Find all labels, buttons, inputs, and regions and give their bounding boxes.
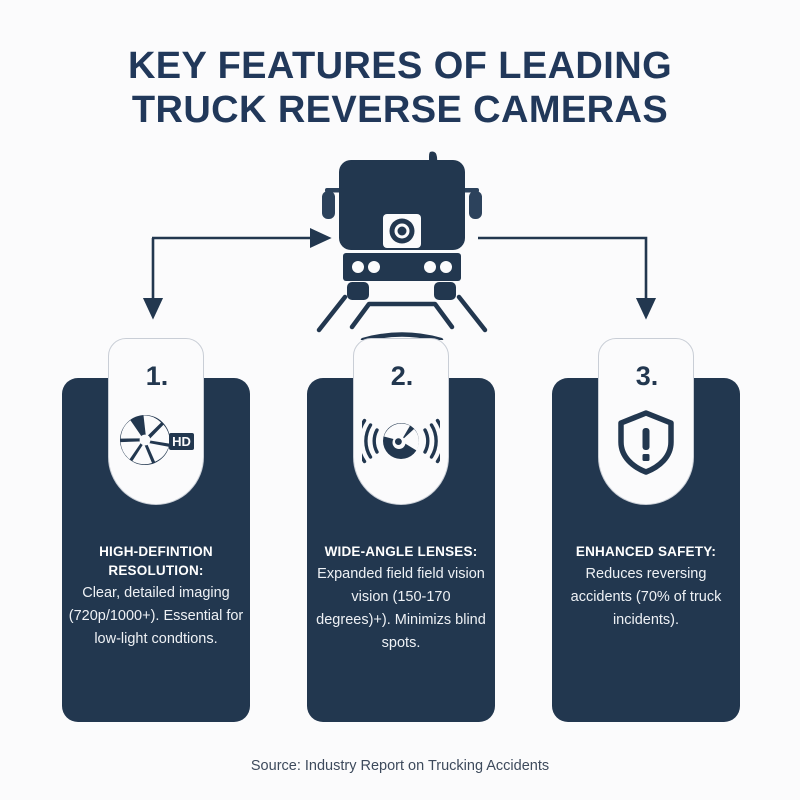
truck-illustration xyxy=(297,140,507,343)
feature-card-3[interactable]: 3. ENHANCED SAFETY: Reduces reversing ac… xyxy=(552,330,740,730)
truck-bumper xyxy=(343,253,461,281)
feature-card-1[interactable]: 1. xyxy=(62,330,250,730)
camera-lens-pupil xyxy=(397,226,407,236)
card-number-2: 2. xyxy=(390,361,414,391)
card-number-1: 1. xyxy=(145,361,169,391)
card-pill-1: 1. xyxy=(108,338,204,505)
arrow-down-right xyxy=(478,236,657,320)
card-number-3: 3. xyxy=(635,361,659,391)
shield-alert-icon xyxy=(607,407,685,477)
page-title: KEY FEATURES OF LEADING TRUCK REVERSE CA… xyxy=(0,44,800,132)
tail-light-2 xyxy=(368,261,380,273)
card-heading-1: HIGH-DEFINTION RESOLUTION: xyxy=(99,544,213,578)
tail-light-3 xyxy=(424,261,436,273)
card-description-1: Clear, detailed imaging (720p/1000+). Es… xyxy=(68,585,244,647)
wheel-right xyxy=(434,282,456,300)
connector-arrows xyxy=(0,140,800,360)
card-pill-3: 3. xyxy=(598,338,694,505)
card-text-2: WIDE-ANGLE LENSES: Expanded field field … xyxy=(313,542,489,655)
truck-cab-body xyxy=(339,160,465,250)
shield-outline xyxy=(618,410,674,475)
title-line-1: KEY FEATURES OF LEADING xyxy=(127,45,673,87)
mirror-right-icon xyxy=(469,191,482,219)
hd-badge-label: HD xyxy=(172,434,191,449)
mirror-left-icon xyxy=(322,191,335,219)
guide-line-outer-left xyxy=(316,294,348,333)
shield-icon-svg xyxy=(618,410,674,475)
wide-angle-icon-svg xyxy=(356,418,446,464)
card-heading-2: WIDE-ANGLE LENSES: xyxy=(324,544,478,559)
card-description-2: Expanded field field vision vision (150-… xyxy=(316,566,486,651)
aperture-icon-svg: HD xyxy=(120,415,194,465)
card-pill-2: 2. xyxy=(353,338,449,505)
feature-cards: 1. xyxy=(0,330,800,730)
card-heading-3: ENHANCED SAFETY: xyxy=(575,544,717,559)
wide-angle-lens-signal-icon xyxy=(356,407,446,477)
card-description-3: Reduces reversing accidents (70% of truc… xyxy=(570,566,722,628)
connector-arrows-svg xyxy=(142,227,657,320)
card-text-3: ENHANCED SAFETY: Reduces reversing accid… xyxy=(558,542,734,632)
tail-light-1 xyxy=(352,261,364,273)
exclamation-dot xyxy=(642,454,650,461)
exclamation-bar xyxy=(642,428,650,450)
guide-line-trapezoid xyxy=(349,301,455,330)
aperture-icon: HD xyxy=(117,407,195,477)
hd-badge: HD xyxy=(169,433,194,450)
source-note: Source: Industry Report on Trucking Acci… xyxy=(250,758,550,774)
wheel-left xyxy=(347,282,369,300)
truck-svg xyxy=(316,151,488,343)
card-text-1: HIGH-DEFINTION RESOLUTION: Clear, detail… xyxy=(68,542,244,651)
title-line-2: TRUCK REVERSE CAMERAS xyxy=(131,89,669,131)
guide-line-outer-right xyxy=(456,294,488,333)
tail-light-4 xyxy=(440,261,452,273)
feature-card-2[interactable]: 2. xyxy=(307,330,495,730)
